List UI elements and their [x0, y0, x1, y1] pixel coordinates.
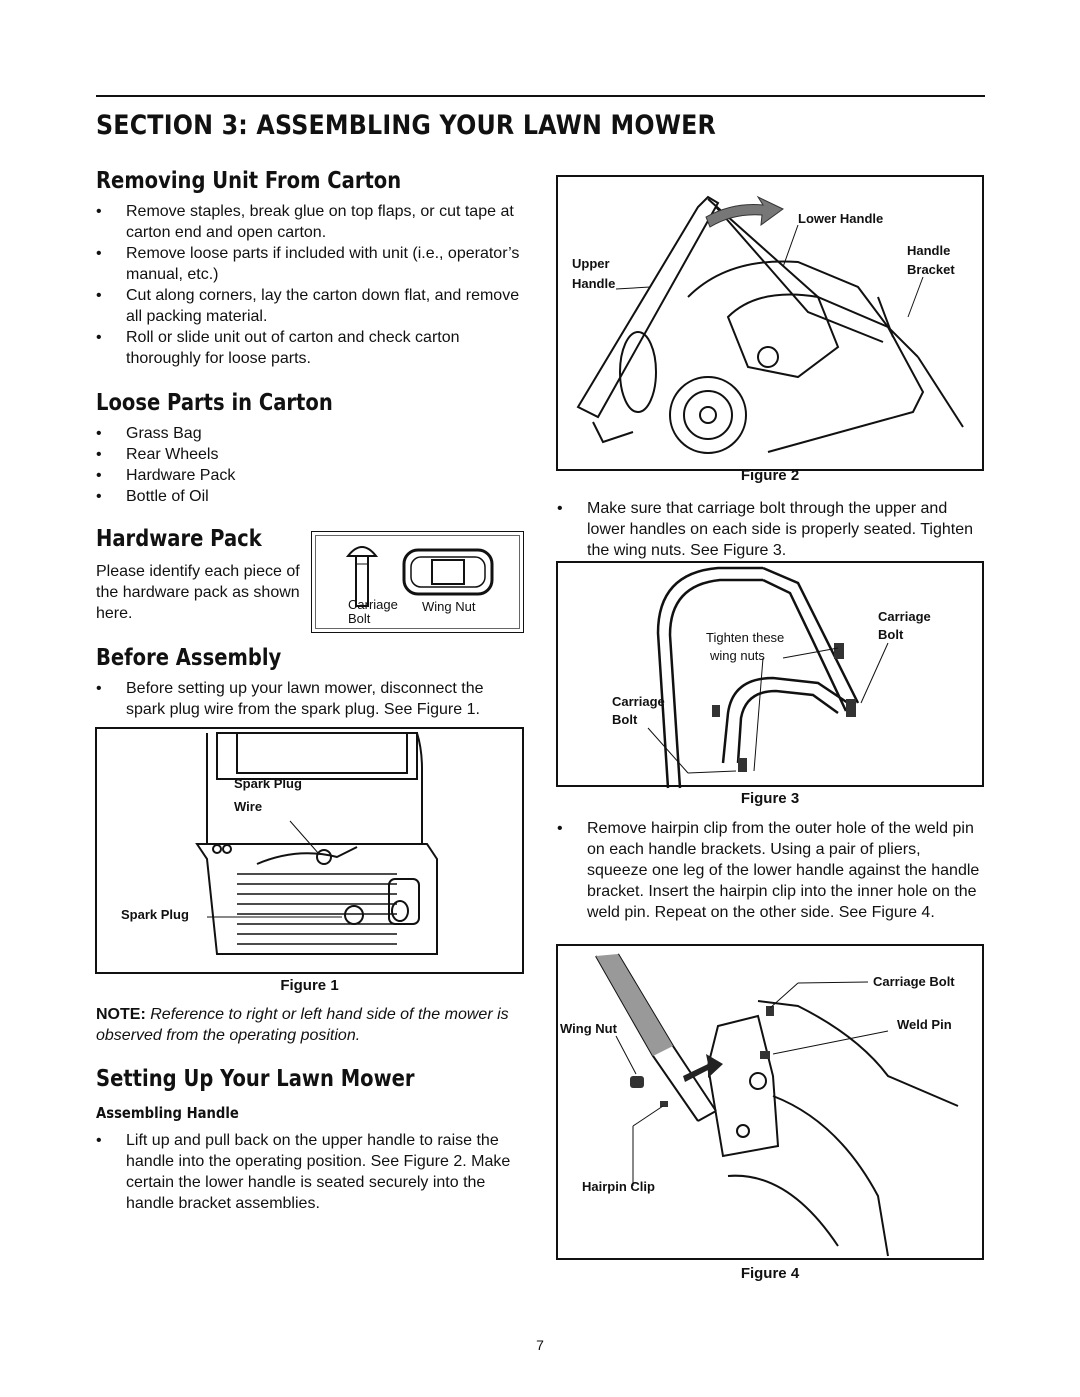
figure-4-box: Carriage Bolt Weld Pin Wing Nut Hairpin …	[556, 944, 984, 1260]
weld-pin-hairpin-illustration	[595, 953, 959, 1257]
step-3-list: Remove hairpin clip from the outer hole …	[557, 818, 985, 923]
spark-plug-wire-label-2: Wire	[234, 799, 263, 814]
list-item: Rear Wheels	[96, 444, 496, 465]
lower-handle-label: Lower Handle	[798, 211, 884, 226]
engine-cylinder-illustration	[195, 732, 438, 955]
list-item: Lift up and pull back on the upper handl…	[96, 1130, 526, 1214]
mower-handle-illustration	[576, 195, 964, 454]
subheading-assembling-handle: Assembling Handle	[96, 1104, 239, 1122]
list-item: Remove loose parts if included with unit…	[96, 243, 526, 285]
spark-plug-wire-label-1: Spark Plug	[234, 776, 302, 791]
figure-1-caption: Figure 1	[280, 977, 339, 994]
hardware-pack-inner-border	[315, 535, 520, 629]
list-item: Make sure that carriage bolt through the…	[557, 498, 985, 561]
bolt-label: Bolt	[348, 611, 371, 626]
spark-plug-label: Spark Plug	[121, 907, 189, 922]
upper-handle-label-2: Handle	[572, 276, 616, 291]
wing-nut-icon	[402, 548, 494, 596]
figure-3-box: Carriage Bolt Tighten these wing nuts Ca…	[556, 561, 984, 789]
wing-nut-label: Wing Nut	[560, 1021, 617, 1036]
hardware-pack-box: Carriage Bolt Wing Nut	[311, 531, 524, 633]
list-item: Before setting up your lawn mower, disco…	[96, 678, 526, 720]
figure-1-box: Spark Plug Wire Spark Plug	[95, 727, 524, 974]
figure-4-caption: Figure 4	[740, 1265, 800, 1282]
carriage-label: Carriage	[348, 597, 398, 612]
setting-up-list: Lift up and pull back on the upper handl…	[96, 1130, 526, 1214]
handle-bracket-label-1: Handle	[907, 243, 951, 258]
heading-removing-unit: Removing Unit From Carton	[96, 168, 402, 194]
upper-handle-label-1: Upper	[572, 256, 610, 271]
carriage-bolt-icon	[345, 546, 379, 607]
removing-list: Remove staples, break glue on top flaps,…	[96, 201, 526, 369]
carriage-bolt-left-label-1: Carriage	[612, 694, 665, 709]
page-number: 7	[536, 1337, 544, 1353]
list-item: Bottle of Oil	[96, 486, 496, 507]
section-title: SECTION 3: ASSEMBLING YOUR LAWN MOWER	[96, 110, 717, 141]
note-body: Reference to right or left hand side of …	[96, 1006, 509, 1044]
list-item: Grass Bag	[96, 423, 496, 444]
header-rule	[96, 95, 985, 97]
tighten-label-2: wing nuts	[710, 648, 765, 663]
carriage-bolt-right-label-2: Bolt	[878, 627, 904, 642]
handle-wing-nuts-illustration	[647, 566, 889, 789]
heading-loose-parts: Loose Parts in Carton	[96, 390, 333, 416]
heading-before-assembly: Before Assembly	[96, 645, 282, 671]
figure-2-caption: Figure 2	[740, 467, 800, 484]
carriage-bolt-label: Carriage Bolt	[873, 974, 955, 989]
figure-3-caption: Figure 3	[740, 790, 800, 807]
wing-nut-label: Wing Nut	[422, 599, 476, 614]
list-item: Remove hairpin clip from the outer hole …	[557, 818, 985, 923]
step-2-list: Make sure that carriage bolt through the…	[557, 498, 985, 561]
list-item: Hardware Pack	[96, 465, 496, 486]
list-item: Cut along corners, lay the carton down f…	[96, 285, 526, 327]
weld-pin-label: Weld Pin	[897, 1017, 952, 1032]
handle-bracket-label-2: Bracket	[907, 262, 955, 277]
carriage-bolt-left-label-2: Bolt	[612, 712, 638, 727]
list-item: Remove staples, break glue on top flaps,…	[96, 201, 526, 243]
figure-2-box: Lower Handle Handle Bracket Upper Handle	[556, 175, 984, 471]
loose-parts-list: Grass Bag Rear Wheels Hardware Pack Bott…	[96, 423, 496, 507]
heading-hardware-pack: Hardware Pack	[96, 526, 262, 552]
heading-setting-up: Setting Up Your Lawn Mower	[96, 1066, 415, 1092]
tighten-label-1: Tighten these	[706, 630, 785, 645]
list-item: Roll or slide unit out of carton and che…	[96, 327, 526, 369]
hardware-pack-text: Please identify each piece of the hardwa…	[96, 563, 300, 622]
carriage-bolt-right-label-1: Carriage	[878, 609, 931, 624]
hairpin-clip-label: Hairpin Clip	[582, 1179, 655, 1194]
before-list: Before setting up your lawn mower, disco…	[96, 678, 526, 720]
note-prefix: NOTE:	[96, 1006, 146, 1023]
note-text: NOTE: Reference to right or left hand si…	[96, 1004, 530, 1046]
